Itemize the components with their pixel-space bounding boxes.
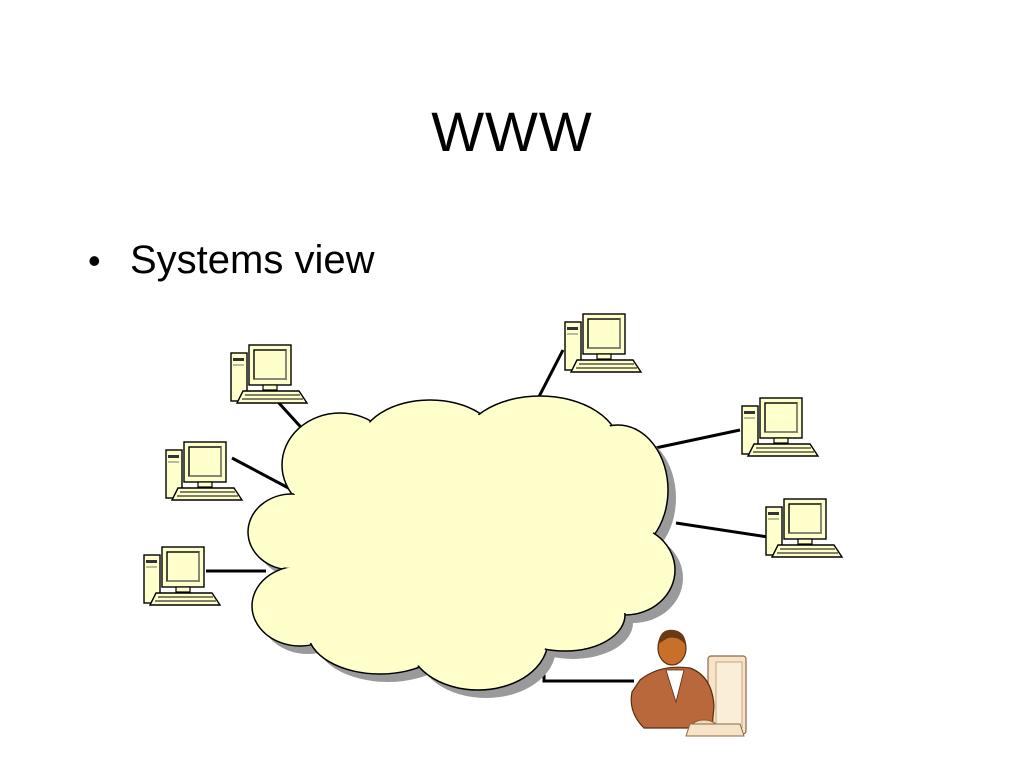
desktop-computer-icon (230, 344, 308, 404)
bullet-text: Systems view (130, 238, 375, 282)
link-pc-6 (675, 521, 769, 539)
desktop-computer-icon (564, 313, 642, 373)
bullet-marker: • (88, 240, 101, 281)
desktop-computer-icon (165, 441, 243, 501)
link-pc-2 (231, 456, 297, 494)
desktop-computer-icon (741, 397, 819, 457)
link-pc-5 (645, 428, 741, 452)
user-at-computer-icon (630, 629, 747, 737)
bullet-list: • Systems view (88, 232, 375, 289)
bullet-item: • Systems view (88, 232, 375, 289)
desktop-computer-icon (765, 498, 843, 558)
desktop-computer-icon (143, 546, 221, 606)
slide-title: WWW (431, 100, 593, 163)
